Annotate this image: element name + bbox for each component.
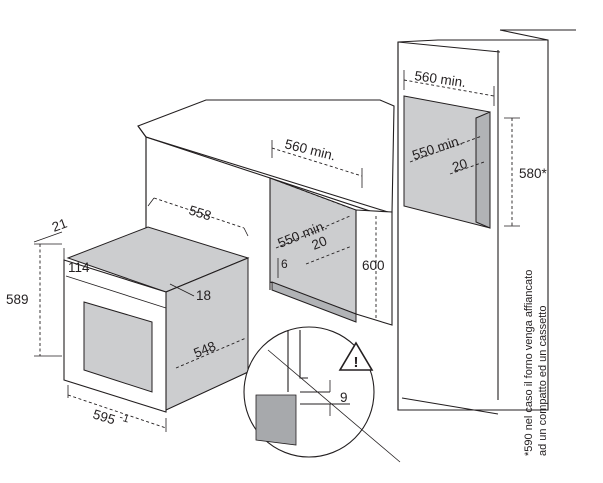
footnote: *590 nel caso il forno venga affiancato …	[523, 270, 549, 456]
dim-height-right: 580*	[519, 166, 548, 181]
footnote-line-1: *590 nel caso il forno venga affiancato	[523, 270, 535, 456]
dim-offset-18: 18	[196, 288, 211, 303]
dim-cabinet-width-right: 560 min.	[414, 68, 467, 90]
worktop	[137, 99, 395, 220]
warning-triangle-icon: !	[338, 341, 374, 371]
cabinet-tall-right	[397, 29, 576, 415]
detail-circle	[243, 326, 401, 463]
dimension-lines	[33, 70, 520, 432]
dim-height-middle: 600	[362, 258, 385, 273]
cabinet-niche-middle	[269, 177, 393, 326]
dim-oven-depth: 558	[187, 203, 213, 224]
dim-ventilation-right: 20	[450, 156, 469, 175]
dim-front-thickness: 21	[50, 216, 69, 235]
dim-oven-height: 589	[6, 292, 29, 307]
dim-offset-6: 6	[281, 257, 288, 271]
dim-panel-height: 114	[68, 260, 90, 275]
dim-front-width-group: 595 -1	[91, 407, 131, 428]
footnote-line-2: ad un compatto ed un cassetto	[537, 306, 549, 456]
dim-ventilation-middle: 20	[310, 233, 330, 253]
warning-symbol: !	[354, 354, 359, 371]
dim-front-width: 595	[91, 407, 117, 428]
oven	[63, 226, 250, 413]
dim-gap-detail: 9	[340, 390, 348, 405]
dim-front-width-tolerance: -1	[118, 411, 131, 425]
